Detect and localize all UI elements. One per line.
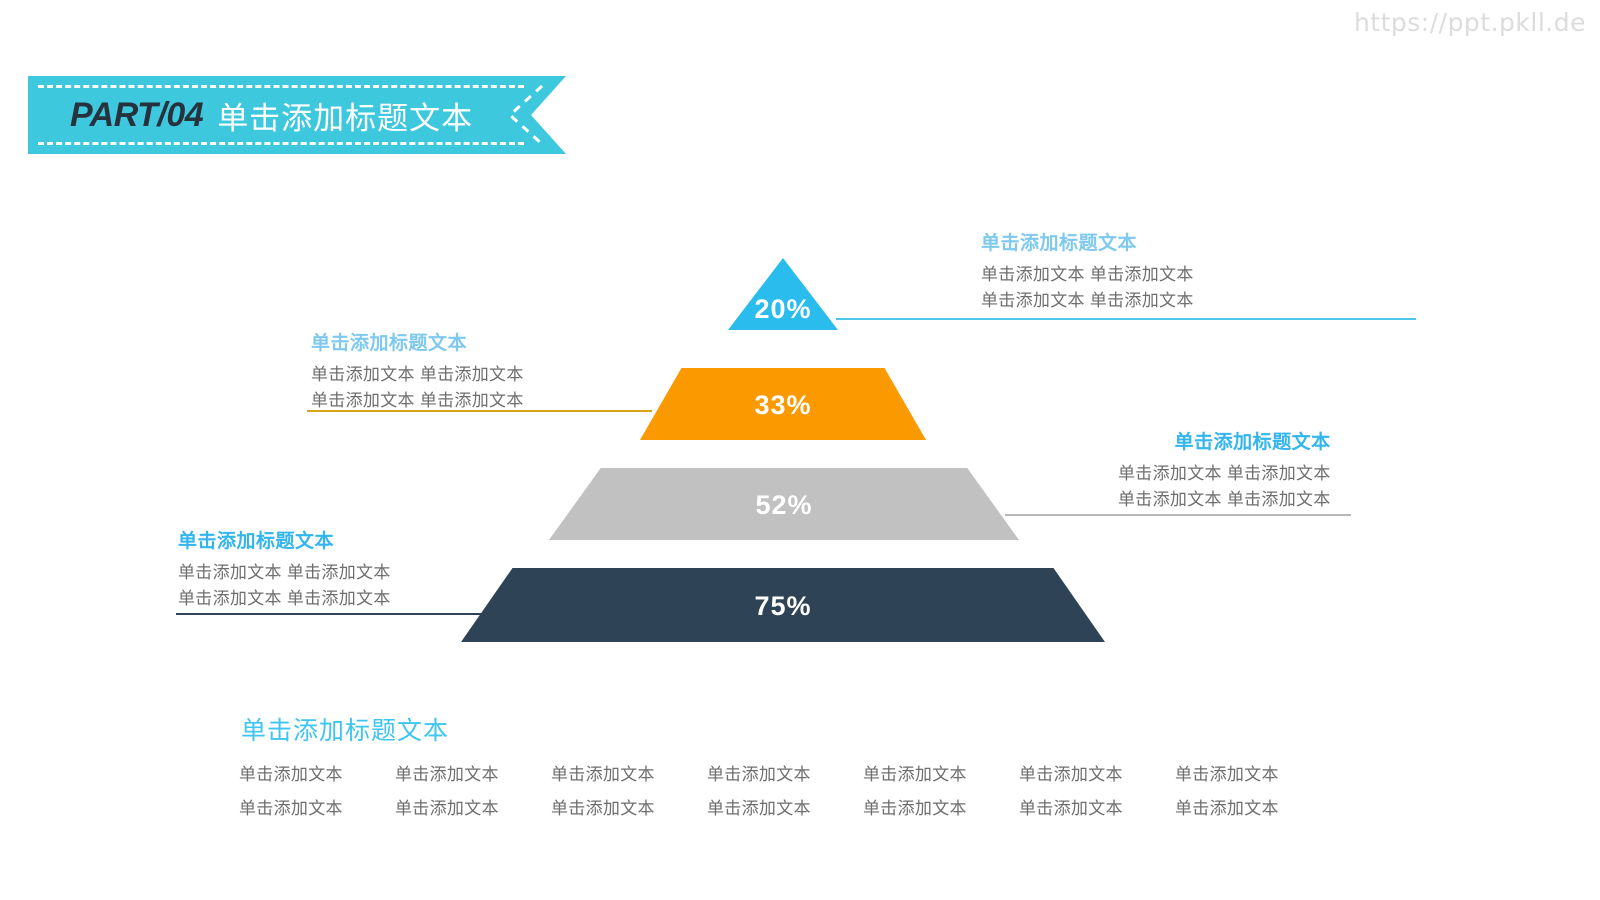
pyramid-tier-3-value: 52% (755, 490, 813, 520)
bottom-text-grid: 单击添加文本单击添加文本单击添加文本单击添加文本单击添加文本单击添加文本单击添加… (239, 760, 1331, 819)
callout-tier-3-line-1: 单击添加文本 单击添加文本 (1118, 464, 1331, 483)
callout-tier-2-line-1: 单击添加文本 单击添加文本 (311, 365, 524, 384)
part-label: PART/04 (70, 95, 204, 134)
bottom-grid-cell: 单击添加文本 (1175, 765, 1279, 784)
bottom-grid-cell: 单击添加文本 (863, 799, 967, 818)
bottom-grid-cell: 单击添加文本 (551, 765, 655, 784)
callout-tier-2-title: 单击添加标题文本 (311, 333, 468, 354)
bottom-grid-cell: 单击添加文本 (395, 799, 499, 818)
connector-line-tier-4 (176, 613, 481, 615)
bottom-grid-cell: 单击添加文本 (395, 765, 499, 784)
bottom-grid-cell: 单击添加文本 (863, 765, 967, 784)
connector-line-tier-1 (836, 318, 1416, 320)
callout-tier-2-line-2: 单击添加文本 单击添加文本 (311, 390, 524, 410)
pyramid-tier-4-value: 75% (754, 591, 812, 621)
pyramid-tier-2-value: 33% (754, 390, 812, 420)
connector-line-tier-2 (307, 410, 652, 412)
bottom-grid-cell: 单击添加文本 (551, 799, 655, 818)
pyramid-tier-1[interactable]: 20% (728, 258, 838, 330)
callout-tier-1-line-1: 单击添加文本 单击添加文本 (981, 265, 1194, 284)
bottom-grid-cell: 单击添加文本 (1019, 799, 1123, 818)
callout-tier-1-line-2: 单击添加文本 单击添加文本 (981, 290, 1194, 310)
pyramid-tier-3[interactable]: 52% (549, 468, 1019, 540)
callout-tier-4[interactable]: 单击添加标题文本 单击添加文本 单击添加文本 单击添加文本 单击添加文本 (178, 526, 391, 612)
bottom-section-title: 单击添加标题文本 (241, 717, 450, 745)
callout-tier-3-line-2: 单击添加文本 单击添加文本 (1118, 489, 1331, 509)
header-ribbon[interactable]: PART/04 单击添加标题文本 (28, 76, 566, 154)
ribbon-text-group: PART/04 单击添加标题文本 (70, 76, 473, 154)
callout-tier-1-title: 单击添加标题文本 (981, 233, 1138, 254)
pyramid-tier-1-value: 20% (754, 294, 812, 324)
callout-tier-4-line-2: 单击添加文本 单击添加文本 (178, 588, 391, 608)
callout-tier-3-title: 单击添加标题文本 (1174, 432, 1331, 453)
bottom-grid-cell: 单击添加文本 (1019, 765, 1123, 784)
pyramid-tier-4-shape (461, 568, 1105, 642)
bottom-grid-cell: 单击添加文本 (239, 799, 343, 818)
bottom-grid-cell: 单击添加文本 (707, 765, 811, 784)
bottom-section: 单击添加标题文本 单击添加文本单击添加文本单击添加文本单击添加文本单击添加文本单… (239, 711, 1331, 819)
bottom-grid-cell: 单击添加文本 (239, 765, 343, 784)
pyramid-tier-3-shape (549, 468, 1019, 540)
connector-line-tier-3 (1005, 514, 1351, 516)
pyramid-tier-2-shape (640, 368, 926, 440)
callout-tier-2[interactable]: 单击添加标题文本 单击添加文本 单击添加文本 单击添加文本 单击添加文本 (311, 328, 524, 414)
callout-tier-1[interactable]: 单击添加标题文本 单击添加文本 单击添加文本 单击添加文本 单击添加文本 (981, 228, 1194, 314)
pyramid-tier-2[interactable]: 33% (640, 368, 926, 440)
ribbon-background (28, 76, 566, 154)
bottom-grid-cell: 单击添加文本 (1175, 799, 1279, 818)
bottom-grid-cell: 单击添加文本 (707, 799, 811, 818)
callout-tier-3[interactable]: 单击添加标题文本 单击添加文本 单击添加文本 单击添加文本 单击添加文本 (1118, 427, 1331, 513)
watermark-url: https://ppt.pkll.de (1353, 8, 1586, 37)
callout-tier-4-line-1: 单击添加文本 单击添加文本 (178, 563, 391, 582)
page-title: 单击添加标题文本 (217, 100, 474, 136)
pyramid-tier-4[interactable]: 75% (461, 568, 1105, 642)
callout-tier-4-title: 单击添加标题文本 (178, 531, 335, 552)
